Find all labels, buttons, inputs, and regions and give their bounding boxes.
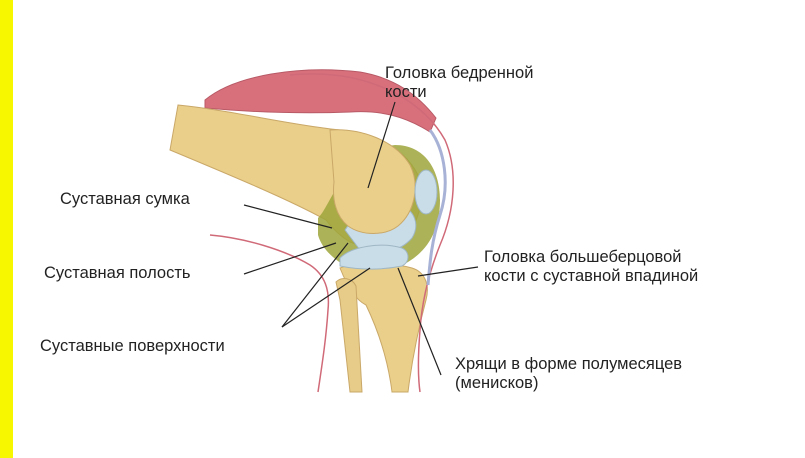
label-articular-surfaces: Суставные поверхности — [40, 337, 225, 356]
femur-head — [330, 130, 415, 234]
patella — [415, 170, 437, 214]
label-femur-head-line2: кости — [385, 83, 533, 102]
label-joint-cavity: Суставная полость — [44, 264, 191, 283]
label-joint-capsule: Суставная сумка — [60, 190, 190, 209]
label-menisci-line2: (менисков) — [455, 374, 682, 393]
label-tibia-head: Головка большеберцовой кости с суставной… — [484, 248, 698, 286]
label-menisci-line1: Хрящи в форме полумесяцев — [455, 355, 682, 374]
label-femur-head: Головка бедренной кости — [385, 64, 533, 102]
label-tibia-head-line1: Головка большеберцовой — [484, 248, 698, 267]
skin-outline-back — [210, 235, 328, 392]
label-tibia-head-line2: кости с суставной впадиной — [484, 267, 698, 286]
leader-tibia-head — [418, 267, 478, 276]
label-femur-head-line1: Головка бедренной — [385, 64, 533, 83]
label-menisci: Хрящи в форме полумесяцев (менисков) — [455, 355, 682, 393]
leader-joint-cavity — [244, 243, 336, 274]
